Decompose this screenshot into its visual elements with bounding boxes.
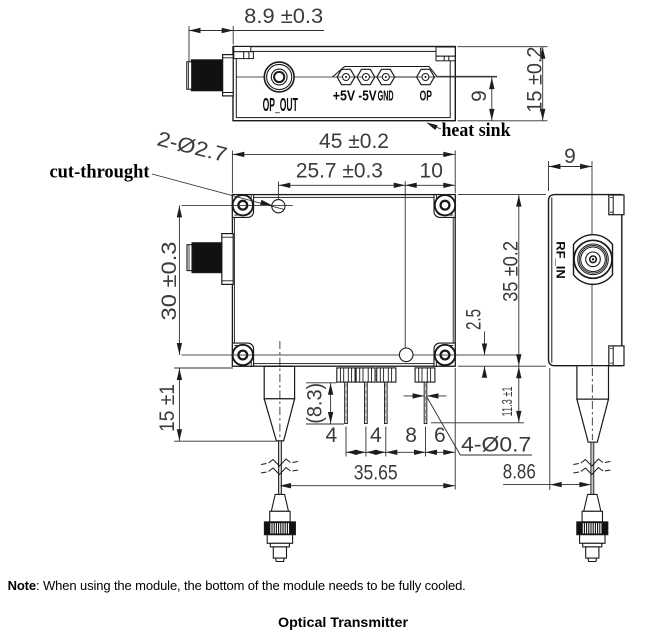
svg-text:15 ±0.2: 15 ±0.2 [524, 47, 547, 113]
svg-text:30 ±0.3: 30 ±0.3 [158, 242, 181, 321]
svg-text:8: 8 [405, 424, 417, 447]
svg-text:OP_OUT: OP_OUT [263, 94, 299, 115]
svg-text:OP: OP [420, 88, 432, 105]
svg-text:-5V: -5V [358, 88, 376, 105]
svg-text:heat sink: heat sink [442, 121, 512, 141]
svg-text:8.9 ±0.3: 8.9 ±0.3 [244, 5, 323, 28]
svg-text:15 ±1: 15 ±1 [156, 384, 179, 432]
svg-text:4: 4 [370, 424, 382, 447]
svg-text:(8.3): (8.3) [304, 383, 327, 424]
svg-text:+5V: +5V [333, 88, 355, 105]
svg-text:9: 9 [468, 90, 491, 102]
svg-text:35.65: 35.65 [354, 462, 398, 485]
svg-text:GND: GND [378, 88, 394, 105]
svg-text:Optical Transmitter: Optical Transmitter [278, 615, 409, 630]
svg-text:2.5: 2.5 [463, 309, 486, 330]
svg-text:6: 6 [434, 424, 446, 447]
svg-text:25.7 ±0.3: 25.7 ±0.3 [296, 160, 383, 183]
svg-text:cut-throught: cut-throught [50, 163, 151, 183]
svg-text:4-Ø0.7: 4-Ø0.7 [461, 434, 531, 457]
svg-text:11.3 ±1: 11.3 ±1 [499, 387, 516, 417]
svg-text:8.86: 8.86 [503, 461, 536, 484]
svg-text:9: 9 [564, 145, 576, 168]
svg-text:45 ±0.2: 45 ±0.2 [319, 130, 389, 153]
svg-text:RF_IN: RF_IN [554, 241, 566, 279]
svg-text:4: 4 [325, 424, 337, 447]
svg-text:10: 10 [420, 160, 443, 183]
svg-text:35 ±0.2: 35 ±0.2 [500, 241, 523, 302]
svg-text:Note: When using the module, t: Note: When using the module, the bottom … [8, 578, 466, 593]
